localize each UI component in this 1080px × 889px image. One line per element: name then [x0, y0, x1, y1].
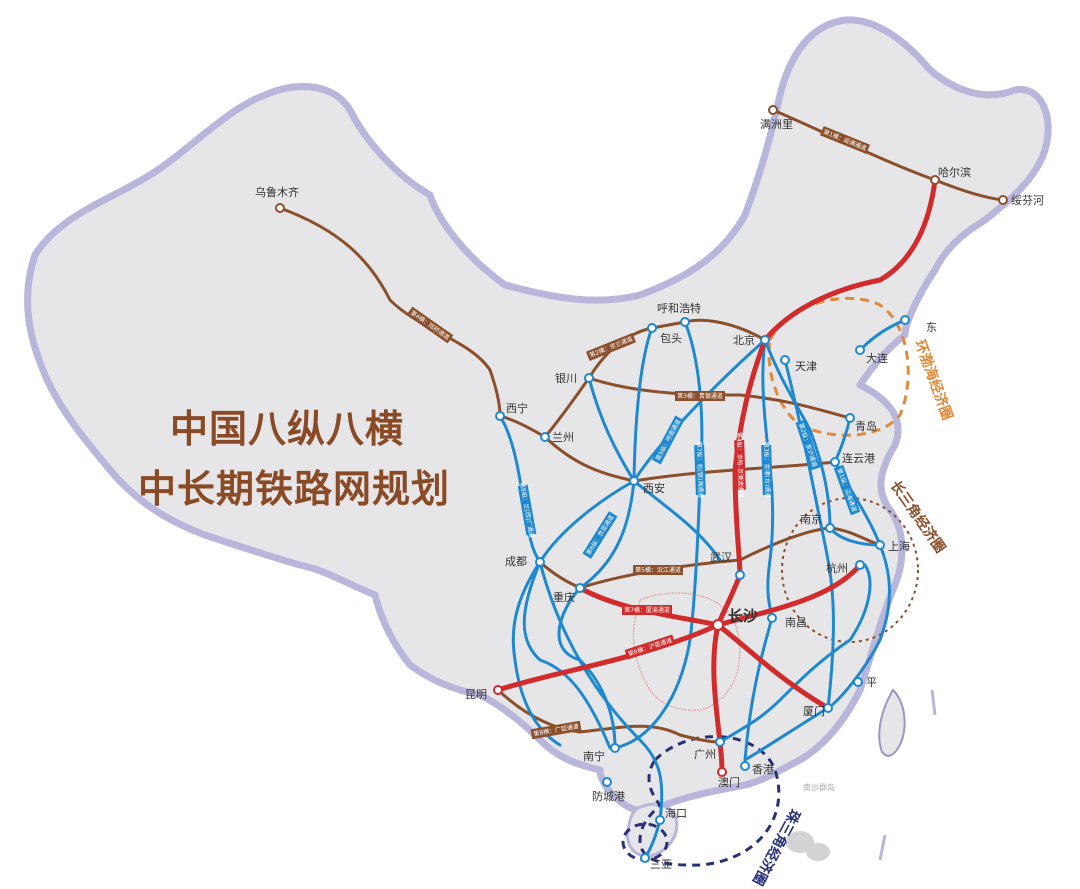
city-node-dalian	[855, 345, 865, 355]
city-node-yinchuan	[584, 373, 594, 383]
city-node-hohhot	[647, 323, 657, 333]
city-node-dong	[900, 315, 910, 325]
corridor-v8	[498, 414, 612, 750]
city-node-chengdu	[535, 557, 545, 567]
tag-v3: 第3纵：京港(台)通道	[762, 442, 772, 499]
city-node-tianjin	[780, 355, 790, 365]
city-label-lanzhou: 兰州	[552, 431, 574, 444]
city-label-xining: 西宁	[506, 401, 528, 415]
city-node-chongqing	[575, 583, 585, 593]
city-node-manzhouli	[768, 105, 778, 115]
city-node-wuhan	[735, 570, 745, 580]
city-node-ping	[853, 677, 863, 687]
city-label-fangchenggang: 防城港	[592, 789, 625, 803]
corridor-v3	[743, 338, 775, 762]
city-label-yinchuan: 银川	[555, 371, 577, 385]
south-sea-islands-label: 南沙群岛	[803, 782, 835, 792]
city-node-hangzhou	[855, 560, 865, 570]
city-node-nanjing	[825, 523, 835, 533]
city-node-urumqi	[275, 203, 285, 213]
city-label-ping: 平	[866, 676, 877, 689]
corridor-h3	[587, 376, 852, 420]
title-line-2: 中长期铁路网规划	[138, 467, 450, 511]
city-node-haikou	[655, 815, 665, 825]
city-node-changsha	[712, 619, 724, 631]
chat-watermark-icon	[786, 831, 830, 861]
city-label-wuhan: 武汉	[710, 551, 732, 564]
city-node-sanya	[640, 853, 650, 863]
trunk-hukun	[495, 562, 863, 693]
city-node-xiamen	[823, 703, 833, 713]
city-label-lianyungang: 连云港	[842, 452, 875, 465]
city-node-harbin	[930, 175, 940, 185]
city-labels: 满洲里 哈尔滨 绥芬河 乌鲁木齐 呼和浩特 包头 北京 天津 大连 东 银川 西…	[255, 118, 1044, 871]
city-node-suifenhe	[998, 195, 1008, 205]
city-node-baotou	[680, 317, 690, 327]
city-label-changsha: 长沙	[728, 607, 758, 625]
city-label-guangzhou: 广州	[694, 748, 716, 761]
china-landmass: 南沙群岛	[24, 16, 1052, 861]
corridor-v5	[557, 326, 654, 750]
city-node-nanning	[610, 743, 620, 753]
city-node-xining	[495, 411, 505, 421]
tag-v4: 第4纵：京哈-京港澳通道	[735, 432, 745, 498]
city-label-suifenhe: 绥芬河	[1011, 194, 1044, 207]
city-label-tianjin: 天津	[795, 360, 817, 373]
city-label-urumqi: 乌鲁木齐	[255, 185, 299, 199]
corridor-v2	[763, 338, 882, 547]
corridor-h2	[498, 318, 767, 439]
tag-h3: 第3横：青银通道	[677, 392, 723, 400]
city-label-xian: 西安	[643, 481, 665, 495]
city-label-dalian: 大连	[866, 351, 888, 365]
city-label-shanghai: 上海	[888, 539, 910, 553]
corridor-h8	[496, 688, 722, 744]
corridor-h1	[771, 108, 1005, 202]
city-label-qingdao: 青岛	[855, 419, 877, 433]
city-label-chongqing: 重庆	[553, 590, 575, 604]
title-line-1: 中国八纵八横	[170, 407, 404, 451]
tag-h5: 第5横：沿江通道	[635, 566, 681, 574]
city-node-guangzhou	[715, 737, 725, 747]
corridor-east-loop	[718, 563, 872, 744]
city-label-hangzhou: 杭州	[826, 561, 848, 575]
city-label-haikou: 海口	[665, 806, 687, 820]
city-node-macau	[717, 767, 727, 777]
city-node-lanzhou	[540, 432, 550, 442]
city-label-dong: 东	[926, 321, 937, 334]
city-node-lianyungang	[830, 457, 840, 467]
city-node-kunming	[493, 685, 503, 695]
bohai-circle	[767, 297, 910, 437]
city-label-kunming: 昆明	[465, 688, 487, 701]
city-label-chengdu: 成都	[505, 555, 527, 568]
city-node-xian	[629, 476, 639, 486]
corridor-h4b	[543, 435, 837, 483]
city-node-shanghai	[875, 540, 885, 550]
trunk-jingha	[762, 177, 938, 343]
tag-h7: 第7横：厦渝通道	[624, 606, 670, 614]
city-label-hohhot: 呼和浩特	[657, 301, 701, 315]
city-nodes	[275, 105, 1008, 863]
city-node-beijing	[760, 335, 770, 345]
city-label-macau: 澳门	[718, 775, 740, 789]
corridor-south-link	[538, 560, 664, 860]
city-label-nanning: 南宁	[583, 749, 605, 763]
city-label-beijing: 北京	[733, 333, 755, 347]
city-label-sanya: 三亚	[650, 858, 672, 871]
city-label-harbin: 哈尔滨	[938, 165, 971, 179]
corridor-v4b	[783, 358, 835, 710]
city-label-manzhouli: 满洲里	[760, 118, 793, 131]
city-node-qingdao	[845, 413, 855, 423]
city-label-nanchang: 南昌	[785, 616, 807, 629]
city-node-fangchenggang	[602, 777, 612, 787]
city-label-xiamen: 厦门	[803, 704, 825, 718]
city-label-hongkong: 香港	[752, 763, 774, 776]
map-title: 中国八纵八横 中长期铁路网规划	[138, 407, 450, 511]
label-bohai-circle: 环渤海经济圈	[911, 338, 956, 423]
city-label-nanjing: 南京	[800, 512, 822, 526]
city-node-hongkong	[740, 761, 750, 771]
city-node-nanchang	[767, 613, 777, 623]
tag-v7: 第7纵：包(银)海通道	[695, 442, 705, 499]
city-label-baotou: 包头	[660, 332, 682, 345]
